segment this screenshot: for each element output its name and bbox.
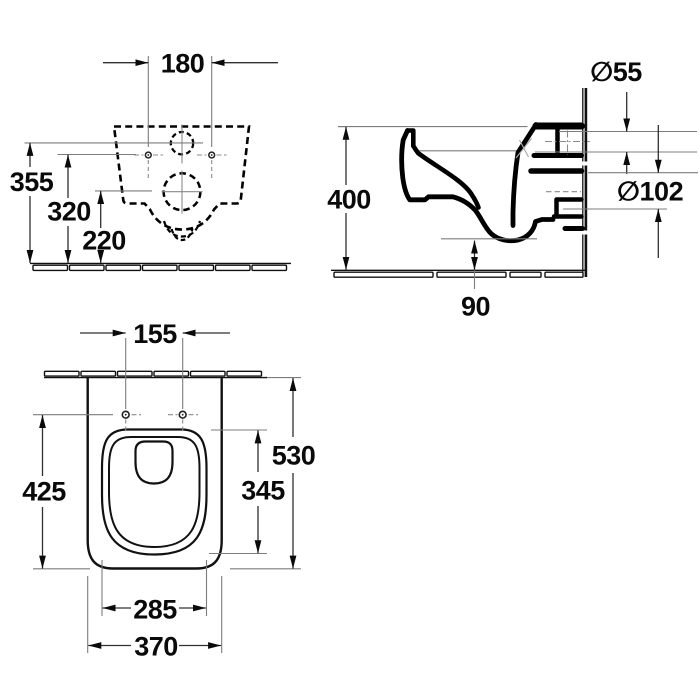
- dim-370-label: 370: [134, 632, 178, 662]
- inlet-spigot: [531, 126, 590, 158]
- side-bowl-back-edge: [510, 122, 539, 228]
- side-bowl-front-edge: [405, 128, 481, 210]
- dim-400-label: 400: [327, 185, 371, 215]
- side-view: 400 ∅55 ∅102 90: [327, 57, 698, 322]
- outlet-bump-arc-inner: [170, 228, 194, 242]
- dim-425-label: 425: [22, 477, 66, 507]
- dim-530: 530: [230, 377, 316, 570]
- dim-d102: ∅102: [563, 125, 698, 258]
- dim-370: 370: [87, 576, 223, 662]
- plan-fixing-hole-left: [121, 410, 141, 432]
- side-toilet-section: [338, 122, 590, 244]
- plan-wall-hatch: [43, 370, 267, 379]
- wall-section: [580, 88, 588, 277]
- side-outer-profile: [399, 128, 556, 244]
- plan-seat-rim-outer: [100, 428, 208, 556]
- dim-d55: ∅55: [535, 57, 697, 174]
- dim-355: 355: [10, 142, 203, 263]
- dim-d102-label: ∅102: [617, 177, 683, 207]
- dim-155-label: 155: [133, 319, 177, 349]
- dim-425: 425: [22, 414, 113, 570]
- side-floor-hatch: [331, 269, 586, 278]
- dim-90: 90: [441, 238, 537, 322]
- break-mark-x: [515, 138, 532, 159]
- dim-285: 285: [101, 560, 208, 625]
- rear-view: 180 355 320 220: [10, 49, 291, 272]
- rear-fixing-hole-right: [197, 151, 227, 178]
- plan-flush-recess: [134, 440, 174, 485]
- dim-d55-label: ∅55: [590, 57, 642, 87]
- dim-320: 320: [47, 153, 136, 263]
- dim-320-label: 320: [47, 197, 91, 227]
- outlet-spigot: [546, 191, 585, 231]
- dim-180-label: 180: [161, 49, 205, 79]
- plan-body-outline: [86, 378, 223, 570]
- dim-90-label: 90: [461, 292, 490, 322]
- outlet-bump-arc-outer: [162, 220, 202, 238]
- dim-530-label: 530: [272, 441, 316, 471]
- rear-fixing-hole-left: [134, 151, 163, 178]
- dim-220: 220: [82, 190, 152, 263]
- rear-toilet-outline: [112, 124, 251, 242]
- dim-355-label: 355: [10, 167, 54, 197]
- plan-fixing-hole-right: [168, 410, 198, 432]
- plan-view: 155 530 425 345: [22, 319, 316, 662]
- plan-bowl-opening: [108, 436, 201, 549]
- dim-220-label: 220: [82, 226, 126, 256]
- plan-toilet-outline: [86, 378, 223, 570]
- dim-345: 345: [209, 429, 286, 555]
- dim-180: 180: [103, 49, 278, 147]
- dim-155: 155: [80, 319, 230, 409]
- dim-285-label: 285: [133, 595, 177, 625]
- rear-floor-hatch: [30, 262, 291, 272]
- dim-400: 400: [327, 126, 371, 270]
- dim-345-label: 345: [241, 476, 285, 506]
